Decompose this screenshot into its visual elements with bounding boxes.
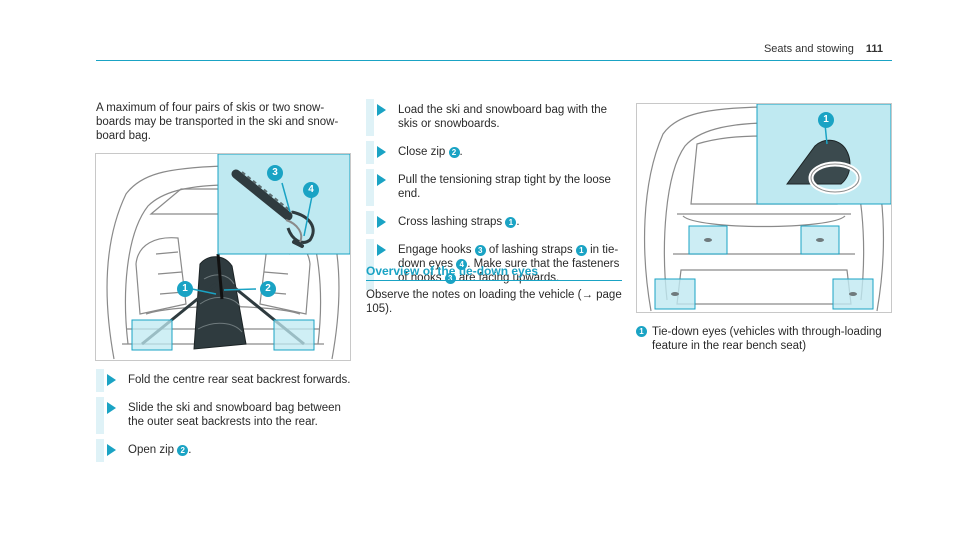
ref-number: 2 (448, 147, 460, 158)
step-arrow-icon (377, 146, 386, 158)
step-slide-bag: Slide the ski and snowboard bag between … (96, 397, 356, 434)
figure-caption: 1 Tie-down eyes (vehicles with through-l… (636, 325, 892, 353)
section-body: Observe the notes on loading the vehicle… (366, 289, 622, 315)
section-title: Overview of the tie-down eyes (366, 264, 539, 278)
callout-3: 3 (267, 165, 283, 181)
ref-number: 1 (505, 217, 517, 228)
step-close-zip: Close zip 2. (366, 141, 626, 164)
step-arrow-icon (377, 174, 386, 186)
intro-text: A maximum of four pairs of skis or two s… (96, 102, 339, 142)
step-arrow-icon (377, 104, 386, 116)
step-arrow-icon (107, 402, 116, 414)
ref-number: 2 (177, 445, 189, 456)
step-arrow-icon (377, 216, 386, 228)
step-arrow-icon (107, 374, 116, 386)
ref-number: 1 (575, 245, 587, 256)
step-open-zip: Open zip 2. (96, 439, 356, 462)
ref-number: 3 (474, 245, 486, 256)
header-rule (96, 60, 892, 61)
tie-down-eyes-figure: 1 (636, 103, 892, 313)
ref-number: 4 (456, 259, 468, 270)
steps-middle: Load the ski and snowboard bag with the … (366, 99, 626, 299)
step-cross-straps: Cross lashing straps 1. (366, 211, 626, 234)
step-arrow-icon (377, 244, 386, 256)
callout-1: 1 (177, 281, 193, 297)
steps-left: Fold the centre rear seat backrest forwa… (96, 369, 356, 471)
step-arrow-icon (107, 444, 116, 456)
page-number: 111 (865, 43, 883, 55)
ref-number: 1 (636, 326, 647, 337)
callout-1: 1 (818, 112, 834, 128)
callout-4: 4 (303, 182, 319, 198)
section-name: Seats and stowing (763, 43, 854, 55)
step-load-bag: Load the ski and snowboard bag with the … (366, 99, 626, 136)
section-rule (366, 280, 622, 281)
page-header: Seats and stowing 111 (690, 42, 883, 56)
ski-bag-figure: 1 2 3 4 (95, 153, 351, 361)
tie-down-eyes-illustration (643, 104, 891, 312)
step-fold-backrest: Fold the centre rear seat backrest forwa… (96, 369, 356, 392)
ski-bag-illustration (106, 154, 350, 360)
ref-number: 3 (444, 273, 456, 284)
callout-2: 2 (260, 281, 276, 297)
step-pull-strap: Pull the tensioning strap tight by the l… (366, 169, 626, 206)
step-engage-hooks: Engage hooks 3 of lashing straps 1 in ti… (366, 239, 626, 290)
